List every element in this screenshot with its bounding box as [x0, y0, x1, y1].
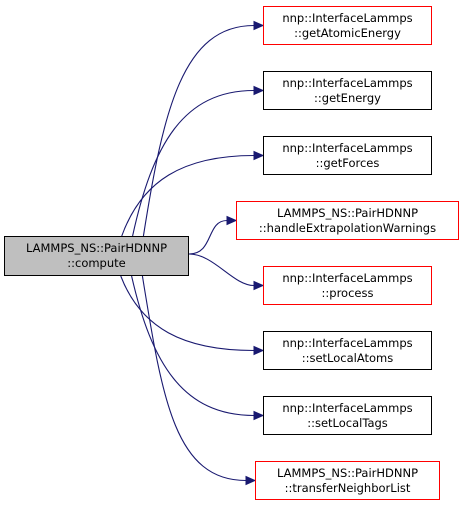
target-node-line2: ::setLocalTags — [307, 415, 388, 430]
target-node-line1: nnp::InterfaceLammps — [282, 140, 413, 155]
target-node-line1: nnp::InterfaceLammps — [282, 10, 413, 25]
arrowhead — [253, 150, 265, 161]
call-edge — [132, 89, 255, 237]
target-node-line2: ::getAtomicEnergy — [294, 25, 401, 40]
call-edge — [188, 253, 255, 287]
call-edge — [120, 275, 255, 352]
target-node-line2: ::transferNeighborList — [284, 480, 411, 495]
source-node-line2: ::compute — [67, 256, 126, 270]
arrowhead — [253, 20, 265, 31]
target-node-line2: ::getEnergy — [314, 90, 381, 105]
arrowhead — [226, 215, 238, 226]
target-node-line1: LAMMPS_NS::PairHDNNP — [276, 205, 419, 220]
target-node-transferneighborlist[interactable]: LAMMPS_NS::PairHDNNP ::transferNeighborL… — [255, 461, 440, 500]
call-edge — [121, 154, 255, 237]
target-node-line2: ::setLocalAtoms — [301, 350, 394, 365]
arrowhead — [253, 345, 265, 356]
call-edge — [142, 24, 255, 237]
arrowhead — [245, 475, 257, 486]
target-node-setlocalatoms[interactable]: nnp::InterfaceLammps ::setLocalAtoms — [263, 331, 432, 370]
target-node-line2: ::handleExtrapolationWarnings — [258, 220, 437, 235]
source-node-line1: LAMMPS_NS::PairHDNNP — [25, 241, 168, 255]
target-node-handleextrapolationwarnings[interactable]: LAMMPS_NS::PairHDNNP ::handleExtrapolati… — [236, 201, 459, 240]
target-node-line2: ::getForces — [315, 155, 380, 170]
target-node-line2: ::process — [321, 285, 374, 300]
arrowhead — [253, 280, 265, 291]
call-edge — [141, 275, 247, 482]
source-node-compute[interactable]: LAMMPS_NS::PairHDNNP ::compute — [4, 236, 189, 276]
target-node-getforces[interactable]: nnp::InterfaceLammps ::getForces — [263, 136, 432, 175]
target-node-line1: nnp::InterfaceLammps — [282, 270, 413, 285]
target-node-getatomicenergy[interactable]: nnp::InterfaceLammps ::getAtomicEnergy — [263, 6, 432, 45]
call-edge — [131, 275, 255, 417]
target-node-line1: nnp::InterfaceLammps — [282, 335, 413, 350]
arrowhead — [253, 85, 265, 96]
target-node-setlocaltags[interactable]: nnp::InterfaceLammps ::setLocalTags — [263, 396, 432, 435]
target-node-line1: nnp::InterfaceLammps — [282, 400, 413, 415]
target-node-getenergy[interactable]: nnp::InterfaceLammps ::getEnergy — [263, 71, 432, 110]
call-edge — [188, 219, 228, 255]
target-node-line1: nnp::InterfaceLammps — [282, 75, 413, 90]
arrowhead — [253, 410, 265, 421]
target-node-line1: LAMMPS_NS::PairHDNNP — [276, 465, 419, 480]
target-node-process[interactable]: nnp::InterfaceLammps ::process — [263, 266, 432, 305]
